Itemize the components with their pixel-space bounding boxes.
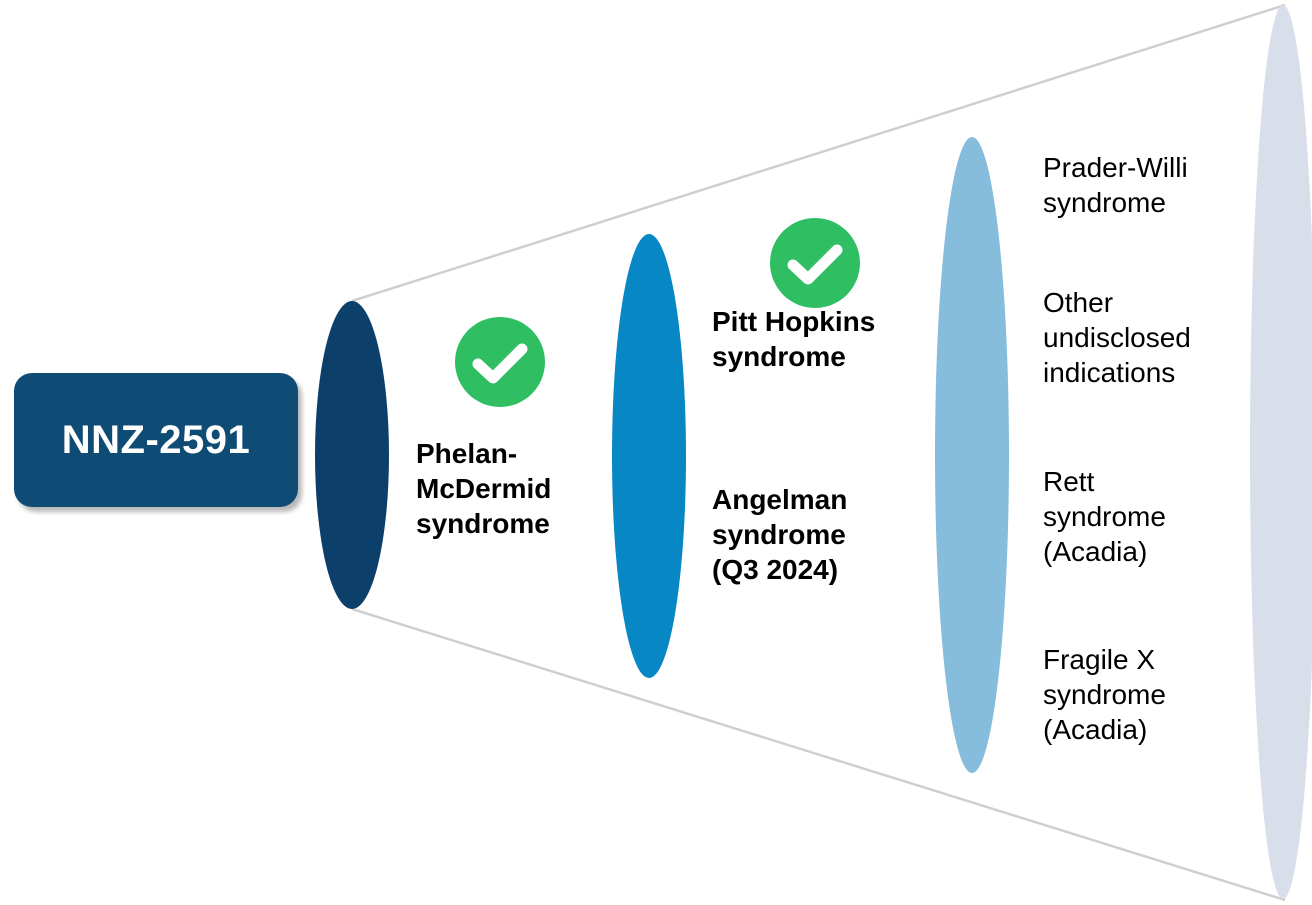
indication-line: Angelman — [712, 484, 848, 515]
drug-name: NNZ-2591 — [61, 417, 251, 462]
indication-line: syndrome — [416, 508, 550, 539]
indication-line: syndrome — [1043, 501, 1166, 532]
indication-line: Phelan- — [416, 438, 518, 469]
funnel-ring-3 — [935, 137, 1009, 773]
indication-fragile-x: Fragile X syndrome (Acadia) — [1043, 642, 1166, 747]
indication-prader-willi: Prader-Willi syndrome — [1043, 150, 1188, 220]
indication-rett: Rett syndrome (Acadia) — [1043, 464, 1166, 569]
indication-line: (Acadia) — [1043, 714, 1148, 745]
funnel-ring-4 — [1250, 5, 1312, 899]
drug-box: NNZ-2591 — [14, 373, 298, 507]
indication-line: (Q3 2024) — [712, 554, 839, 585]
check-circle-icon — [455, 317, 545, 407]
indication-line: (Acadia) — [1043, 536, 1148, 567]
indication-line: Fragile X — [1043, 644, 1156, 675]
funnel-ring-1 — [315, 301, 389, 609]
indication-line: syndrome — [712, 341, 846, 372]
indication-angelman: Angelman syndrome (Q3 2024) — [712, 482, 847, 587]
indication-line: Other — [1043, 287, 1114, 318]
indication-line: syndrome — [1043, 679, 1166, 710]
indication-line: McDermid — [416, 473, 552, 504]
indication-line: syndrome — [712, 519, 846, 550]
funnel-bottom-line — [351, 607, 1286, 902]
indication-line: Prader-Willi — [1043, 152, 1188, 183]
check-circle-icon — [770, 218, 860, 308]
indication-line: Pitt Hopkins — [712, 306, 876, 337]
indication-other-undisclosed: Other undisclosed indications — [1043, 285, 1191, 390]
indication-pitt-hopkins: Pitt Hopkins syndrome — [712, 304, 875, 374]
funnel-ring-2 — [612, 234, 686, 678]
indication-line: undisclosed — [1043, 322, 1191, 353]
indication-line: indications — [1043, 357, 1176, 388]
indication-line: syndrome — [1043, 187, 1166, 218]
indication-phelan-mcdermid: Phelan- McDermid syndrome — [416, 436, 551, 541]
indication-line: Rett — [1043, 466, 1095, 497]
funnel-top-line — [351, 3, 1286, 303]
